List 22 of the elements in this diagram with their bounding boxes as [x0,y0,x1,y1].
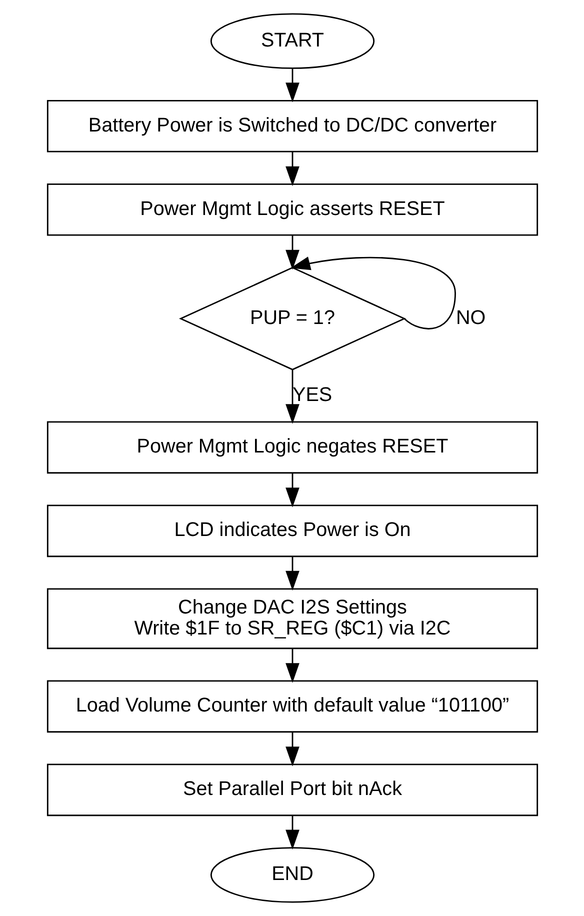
edge-label: YES [292,384,332,406]
arrow [290,256,456,330]
node-box: Power Mgmt Logic asserts RESET [46,183,538,236]
node-box: Battery Power is Switched to DC/DC converter [46,100,538,152]
node-box: Set Parallel Port bit nAck [46,764,538,816]
arrow [285,235,299,270]
arrow [285,732,299,766]
arrow [285,152,299,186]
node-diamond: PUP = 1? [178,266,406,370]
edge-label: NO [455,306,486,329]
arrow [285,556,299,591]
node-box: Power Mgmt Logic negates RESET [46,421,538,474]
arrow [285,370,299,424]
arrow [285,816,299,850]
node-box: Load Volume Counter with default value “101100” [46,680,538,733]
node-box: Change DAC I2S Settings Write $1F to SR_REG ($C1) via I2C [46,588,538,650]
node-box: LCD indicates Power is On [46,504,538,558]
arrow [285,648,299,683]
arrow [285,68,299,102]
arrow [285,473,299,508]
node-ellipse: START [210,13,374,69]
node-ellipse: END [210,847,374,903]
